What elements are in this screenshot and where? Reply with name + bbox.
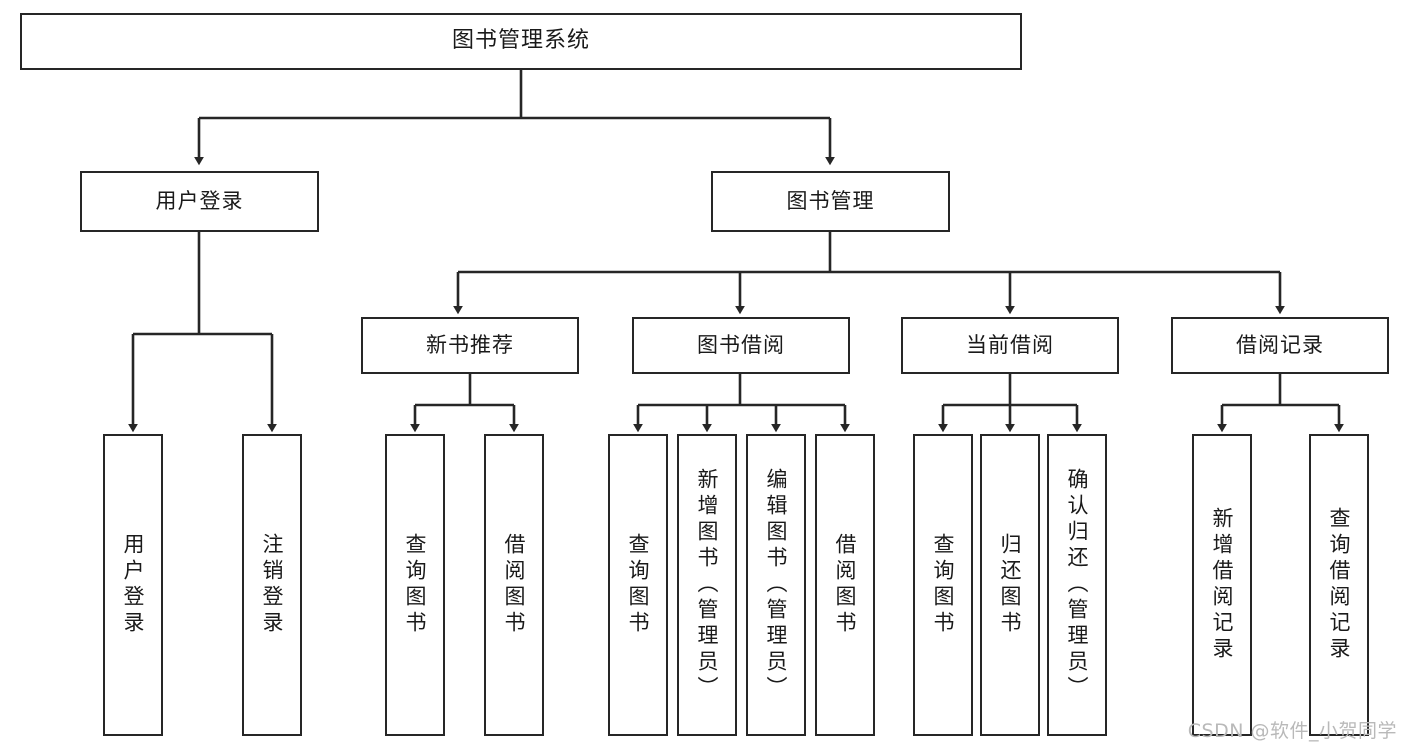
leaf-borrow-add-book-admin[interactable]: 新增图书（管理员） (677, 434, 737, 736)
node-book-borrow[interactable]: 图书借阅 (632, 317, 850, 374)
leaf-borrow-borrow-book[interactable]: 借阅图书 (815, 434, 875, 736)
node-label: 注销登录 (260, 533, 285, 637)
node-label: 借阅图书 (833, 533, 858, 637)
node-label: 用户登录 (121, 533, 146, 637)
leaf-new-book-query-book[interactable]: 查询图书 (385, 434, 445, 736)
node-borrow-record[interactable]: 借阅记录 (1171, 317, 1389, 374)
node-root-book-management-system[interactable]: 图书管理系统 (20, 13, 1022, 70)
node-label: 编辑图书（管理员） (764, 468, 789, 702)
leaf-record-add-borrow-record[interactable]: 新增借阅记录 (1192, 434, 1252, 736)
leaf-current-return-book[interactable]: 归还图书 (980, 434, 1040, 736)
node-label: 新书推荐 (426, 332, 514, 357)
leaf-record-query-borrow-record[interactable]: 查询借阅记录 (1309, 434, 1369, 736)
node-label: 图书管理 (786, 188, 875, 213)
leaf-current-confirm-return-admin[interactable]: 确认归还（管理员） (1047, 434, 1107, 736)
node-label: 查询图书 (403, 533, 428, 637)
leaf-user-logout[interactable]: 注销登录 (242, 434, 302, 736)
node-label: 查询图书 (626, 533, 651, 637)
node-new-book-recommend[interactable]: 新书推荐 (361, 317, 579, 374)
node-label: 图书借阅 (697, 332, 785, 357)
node-label: 确认归还（管理员） (1065, 468, 1090, 702)
node-label: 图书管理系统 (451, 28, 590, 54)
node-label: 查询图书 (931, 533, 956, 637)
leaf-new-book-borrow-book[interactable]: 借阅图书 (484, 434, 544, 736)
leaf-current-query-book[interactable]: 查询图书 (913, 434, 973, 736)
node-book-management[interactable]: 图书管理 (711, 171, 950, 232)
leaf-borrow-query-book[interactable]: 查询图书 (608, 434, 668, 736)
node-label: 新增图书（管理员） (695, 468, 720, 702)
node-label: 新增借阅记录 (1210, 507, 1235, 663)
node-user-login[interactable]: 用户登录 (80, 171, 319, 232)
node-label: 借阅图书 (502, 533, 527, 637)
node-current-borrow[interactable]: 当前借阅 (901, 317, 1119, 374)
node-label: 查询借阅记录 (1327, 507, 1352, 663)
node-label: 归还图书 (998, 533, 1023, 637)
node-label: 借阅记录 (1236, 332, 1324, 357)
leaf-user-login[interactable]: 用户登录 (103, 434, 163, 736)
leaf-borrow-edit-book-admin[interactable]: 编辑图书（管理员） (746, 434, 806, 736)
node-label: 用户登录 (155, 188, 244, 213)
csdn-watermark: CSDN @软件_小贺同学 (1187, 720, 1397, 742)
node-label: 当前借阅 (966, 332, 1054, 357)
